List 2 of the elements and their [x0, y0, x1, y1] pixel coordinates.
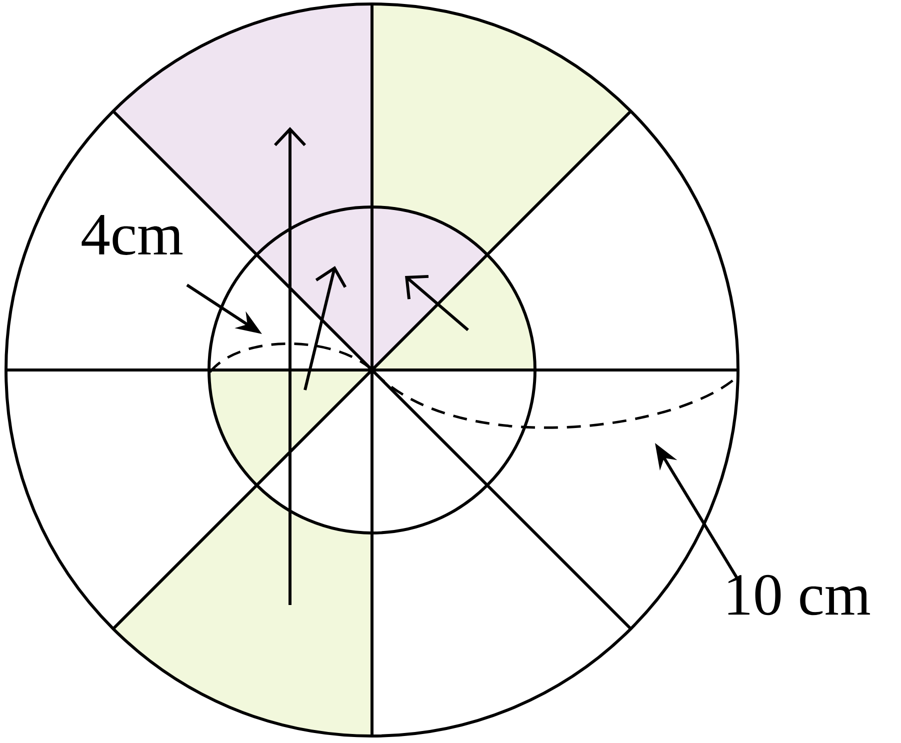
dimension-label: 10 cm — [728, 574, 870, 616]
dimension-label: 4cm — [82, 215, 183, 255]
